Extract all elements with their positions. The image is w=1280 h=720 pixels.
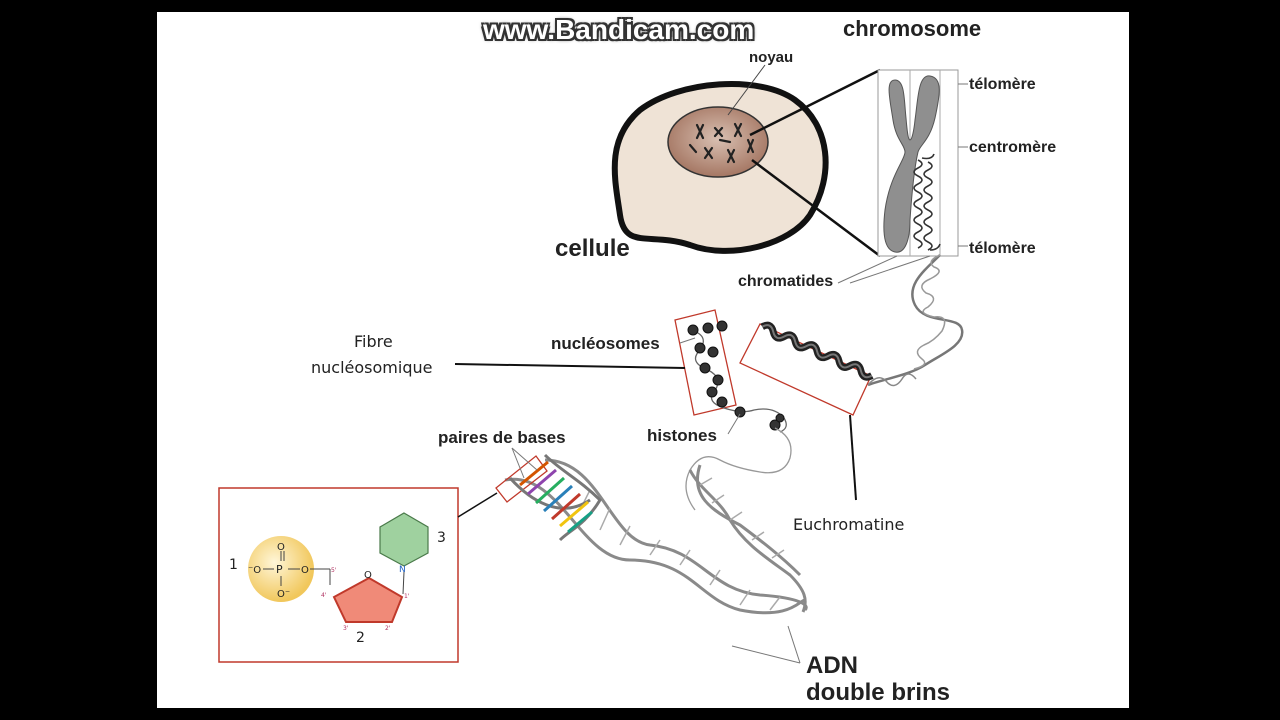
adn-leaders	[731, 625, 801, 664]
phosphate-number: 1	[229, 557, 238, 573]
linker-dna	[685, 427, 792, 511]
phosphate-o-right: O	[301, 565, 309, 576]
carbon-5: 5'	[331, 567, 337, 574]
base-pair-ladder	[495, 453, 602, 542]
nucleotide-box-pointer	[457, 492, 498, 518]
sugar-ring-o: O	[364, 570, 372, 581]
euchromatin-region	[739, 321, 874, 416]
phosphate-o-left: ⁻O	[248, 565, 261, 576]
noyau-pointer	[727, 64, 766, 116]
base-n: N	[399, 565, 406, 575]
chromosome-pointers	[837, 83, 968, 284]
nucleosome-fiber	[674, 309, 787, 433]
carbon-3: 3'	[343, 625, 349, 632]
fibre-label-line2: nucléosomique	[311, 358, 432, 377]
phosphate-o-bottom: O⁻	[277, 589, 290, 600]
centromere-label: centromère	[969, 139, 1056, 156]
fibre-leader	[454, 363, 686, 369]
carbon-2: 2'	[385, 625, 391, 632]
recorder-watermark: www.Bandicam.com	[483, 14, 755, 45]
euchromatine-label: Euchromatine	[793, 515, 904, 534]
phosphate-group	[248, 536, 314, 602]
histones-label: histones	[647, 426, 717, 445]
sugar-number: 2	[356, 630, 365, 646]
histones-leader	[727, 413, 741, 435]
chromosome	[883, 75, 941, 253]
chromosome-title: chromosome	[843, 16, 981, 41]
fibre-label-line1: Fibre	[354, 332, 393, 351]
chromatides-label: chromatides	[738, 273, 833, 290]
carbon-4: 4'	[321, 592, 327, 599]
dna-double-helix	[504, 458, 808, 615]
zoom-line-top	[749, 68, 881, 137]
phosphate-p: P	[276, 563, 283, 576]
nucleosomes-leader	[679, 337, 696, 344]
euchromatine-leader	[849, 414, 857, 501]
cellule-label: cellule	[555, 235, 630, 262]
zoom-line-bottom	[751, 159, 881, 257]
paires-de-bases-leaders	[511, 447, 538, 479]
base-number: 3	[437, 530, 446, 546]
glycosidic-bond	[402, 571, 405, 595]
nitrogenous-base	[379, 512, 429, 567]
telomere-top-label: télomère	[969, 76, 1036, 93]
chromatin-fiber	[867, 254, 964, 387]
nucleus	[667, 106, 769, 178]
adn-label-line1: ADN	[806, 652, 858, 679]
paires-de-bases-label: paires de bases	[438, 428, 566, 447]
phosphate-o-top: O	[277, 542, 285, 553]
phosphate-bonds	[263, 551, 331, 586]
deoxyribose-sugar	[332, 576, 404, 623]
telomere-bottom-label: télomère	[969, 240, 1036, 257]
noyau-label: noyau	[749, 49, 793, 66]
nucleosomes-label: nucléosomes	[551, 334, 660, 353]
carbon-1: 1'	[404, 593, 410, 600]
adn-label-line2: double brins	[806, 679, 950, 706]
